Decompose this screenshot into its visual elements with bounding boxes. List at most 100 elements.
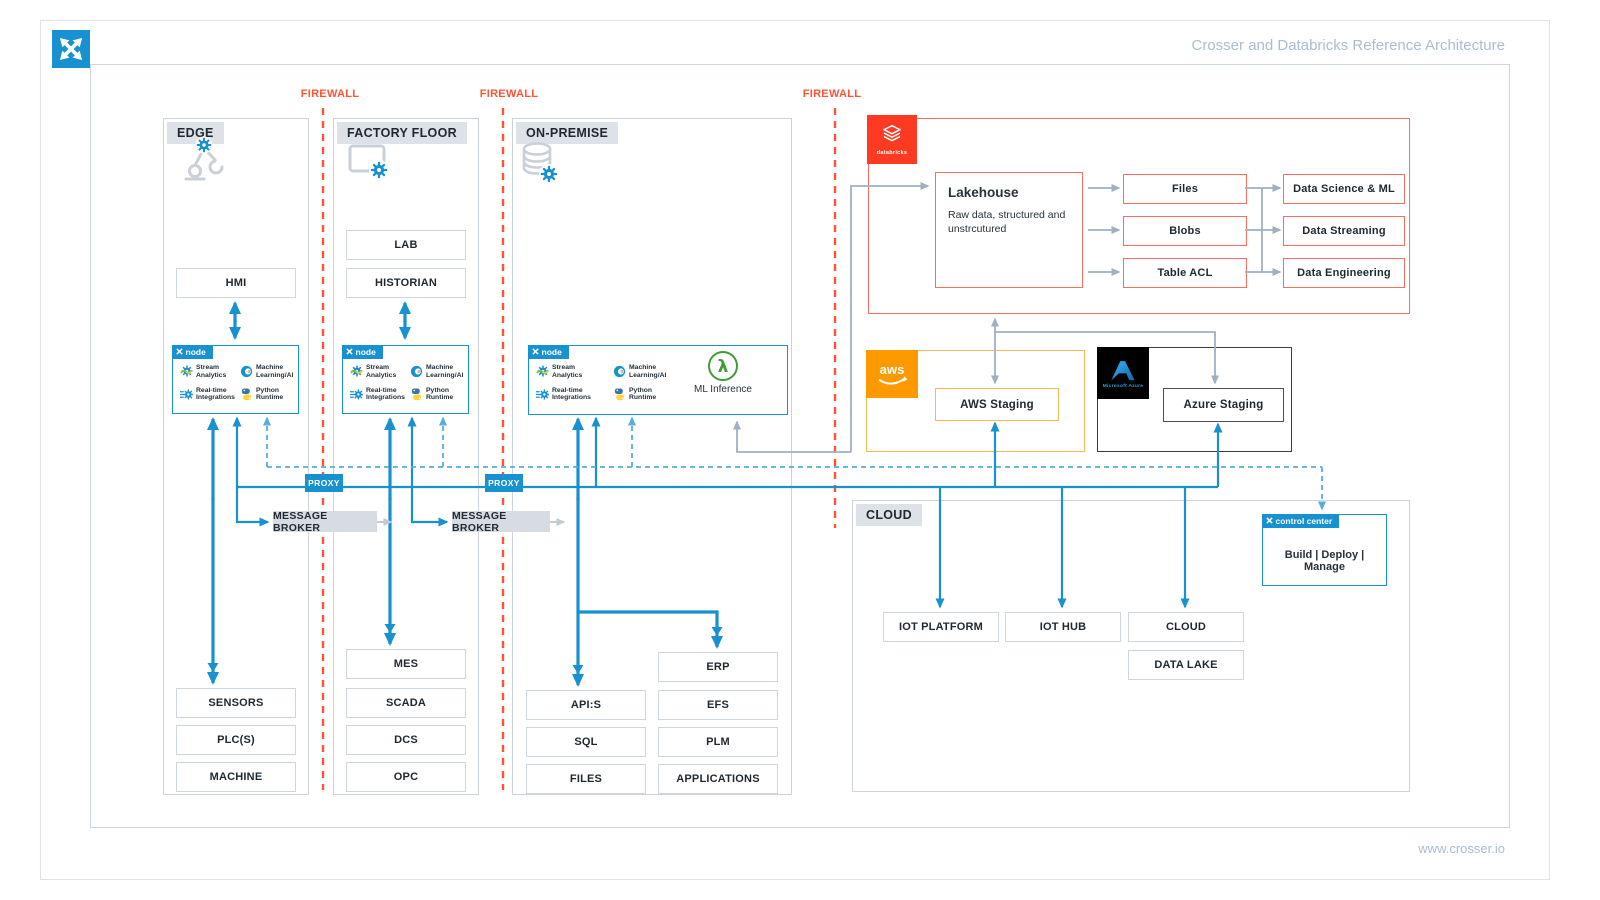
feature-realtime-integrations: Real-time Integrations <box>350 387 406 403</box>
node-tab-label: node <box>541 346 562 357</box>
stream-analytics-icon <box>350 365 363 378</box>
firewall-label-3: FIREWALL <box>802 88 862 100</box>
machine-learning-icon <box>240 365 253 378</box>
realtime-integrations-icon <box>180 388 193 401</box>
feature-stream-analytics: Stream Analytics <box>536 364 609 380</box>
firewall-label-2: FIREWALL <box>479 88 539 100</box>
proxy-badge-1: PROXY <box>305 474 343 492</box>
factory-floor-panel-title: FACTORY FLOOR <box>337 122 467 144</box>
mes-box: MES <box>346 649 466 679</box>
feature-realtime-integrations: Real-time Integrations <box>536 387 609 403</box>
databricks-logo-tile: databricks <box>867 115 917 164</box>
databricks-icon <box>883 124 901 141</box>
aws-logo-tile: aws <box>866 350 918 398</box>
lakehouse-box: Lakehouse Raw data, structured and unstr… <box>935 172 1083 288</box>
lakehouse-subtitle: Raw data, structured and unstrcutured <box>948 209 1066 235</box>
feature-machine-learning: Machine Learning/AI <box>613 364 686 380</box>
files-box: Files <box>1123 174 1247 204</box>
data-lake-box: DATA LAKE <box>1128 650 1244 680</box>
diagram-frame <box>90 64 1510 828</box>
feature-machine-learning: Machine Learning/AI <box>240 364 296 380</box>
crosser-x-icon <box>346 348 353 355</box>
on-premise-panel-title: ON-PREMISE <box>516 122 619 144</box>
footer-link: www.crosser.io <box>1418 841 1505 856</box>
azure-staging-box: Azure Staging <box>1163 388 1284 422</box>
crosser-x-icon <box>532 348 539 355</box>
crosser-x-icon <box>176 348 183 355</box>
realtime-integrations-icon <box>536 388 549 401</box>
iot-hub-box: IOT HUB <box>1005 612 1121 642</box>
historian-box: HISTORIAN <box>346 268 466 298</box>
apis-box: API:S <box>526 690 646 720</box>
machine-learning-icon <box>613 365 626 378</box>
table-acl-box: Table ACL <box>1123 258 1247 288</box>
feature-python-runtime: Python Runtime <box>240 387 296 403</box>
erp-box: ERP <box>658 652 778 682</box>
iot-platform-box: IOT PLATFORM <box>883 612 999 642</box>
azure-icon <box>1111 361 1135 381</box>
python-runtime-icon <box>240 388 253 401</box>
dcs-box: DCS <box>346 725 466 755</box>
node-tab: node <box>527 344 569 359</box>
database-icon <box>518 140 562 195</box>
applications-box: APPLICATIONS <box>658 764 778 794</box>
machine-box: MACHINE <box>176 762 296 792</box>
message-broker-box-2: MESSAGE BROKER <box>452 510 550 534</box>
lab-box: LAB <box>346 230 466 260</box>
azure-logo-tile: Microsoft Azure <box>1097 347 1149 399</box>
feature-stream-analytics: Stream Analytics <box>180 364 236 380</box>
machine-learning-icon <box>410 365 423 378</box>
aws-staging-box: AWS Staging <box>935 388 1059 421</box>
lambda-icon: λ <box>708 351 738 381</box>
cloud-box: CLOUD <box>1128 612 1244 642</box>
python-runtime-icon <box>613 388 626 401</box>
page-title: Crosser and Databricks Reference Archite… <box>1191 37 1505 54</box>
python-runtime-icon <box>410 388 423 401</box>
feature-realtime-integrations: Real-time Integrations <box>180 387 236 403</box>
on-premise-panel <box>512 118 792 795</box>
node-tab-label: node <box>355 346 376 357</box>
control-center-tab: control center <box>1261 513 1340 528</box>
node-tab: node <box>341 344 383 359</box>
node-tab-label: node <box>185 346 206 357</box>
azure-brand-label: Microsoft Azure <box>1102 384 1144 389</box>
lakehouse-title: Lakehouse <box>948 185 1019 200</box>
efs-box: EFS <box>658 690 778 720</box>
outer-frame <box>40 20 1550 880</box>
data-science-ml-box: Data Science & ML <box>1283 174 1405 204</box>
stream-analytics-icon <box>180 365 193 378</box>
control-center-box: control center Build | Deploy | Manage <box>1261 513 1387 586</box>
hmi-box: HMI <box>176 268 296 298</box>
control-center-tab-label: control center <box>1275 515 1333 526</box>
svg-text:aws: aws <box>880 362 905 377</box>
svg-text:λ: λ <box>718 357 729 377</box>
monitor-icon <box>346 140 392 191</box>
databricks-brand-label: databricks <box>876 149 908 156</box>
onpremise-node-box: node Stream Analytics Machine Learning/A… <box>527 344 788 415</box>
message-broker-box-1: MESSAGE BROKER <box>273 510 377 534</box>
aws-icon: aws <box>878 362 908 385</box>
ml-inference-label: ML Inference <box>694 384 752 395</box>
feature-python-runtime: Python Runtime <box>613 387 686 403</box>
plcs-box: PLC(S) <box>176 725 296 755</box>
edge-node-box: node Stream Analytics Machine Learning/A… <box>171 344 299 414</box>
stream-analytics-icon <box>536 365 549 378</box>
robot-arm-icon <box>180 133 226 188</box>
opc-box: OPC <box>346 762 466 792</box>
control-center-text: Build | Deploy | Manage <box>1284 549 1365 573</box>
scada-box: SCADA <box>346 688 466 718</box>
plm-box: PLM <box>658 727 778 757</box>
data-engineering-box: Data Engineering <box>1283 258 1405 288</box>
crosser-logo-icon <box>52 30 90 68</box>
proxy-badge-2: PROXY <box>485 474 523 492</box>
data-streaming-box: Data Streaming <box>1283 216 1405 246</box>
sql-box: SQL <box>526 727 646 757</box>
realtime-integrations-icon <box>350 388 363 401</box>
factory-node-box: node Stream Analytics Machine Learning/A… <box>341 344 469 414</box>
files-onprem-box: FILES <box>526 764 646 794</box>
cloud-panel-title: CLOUD <box>856 504 922 526</box>
node-tab: node <box>171 344 213 359</box>
crosser-x-icon <box>1266 517 1273 524</box>
sensors-box: SENSORS <box>176 688 296 718</box>
